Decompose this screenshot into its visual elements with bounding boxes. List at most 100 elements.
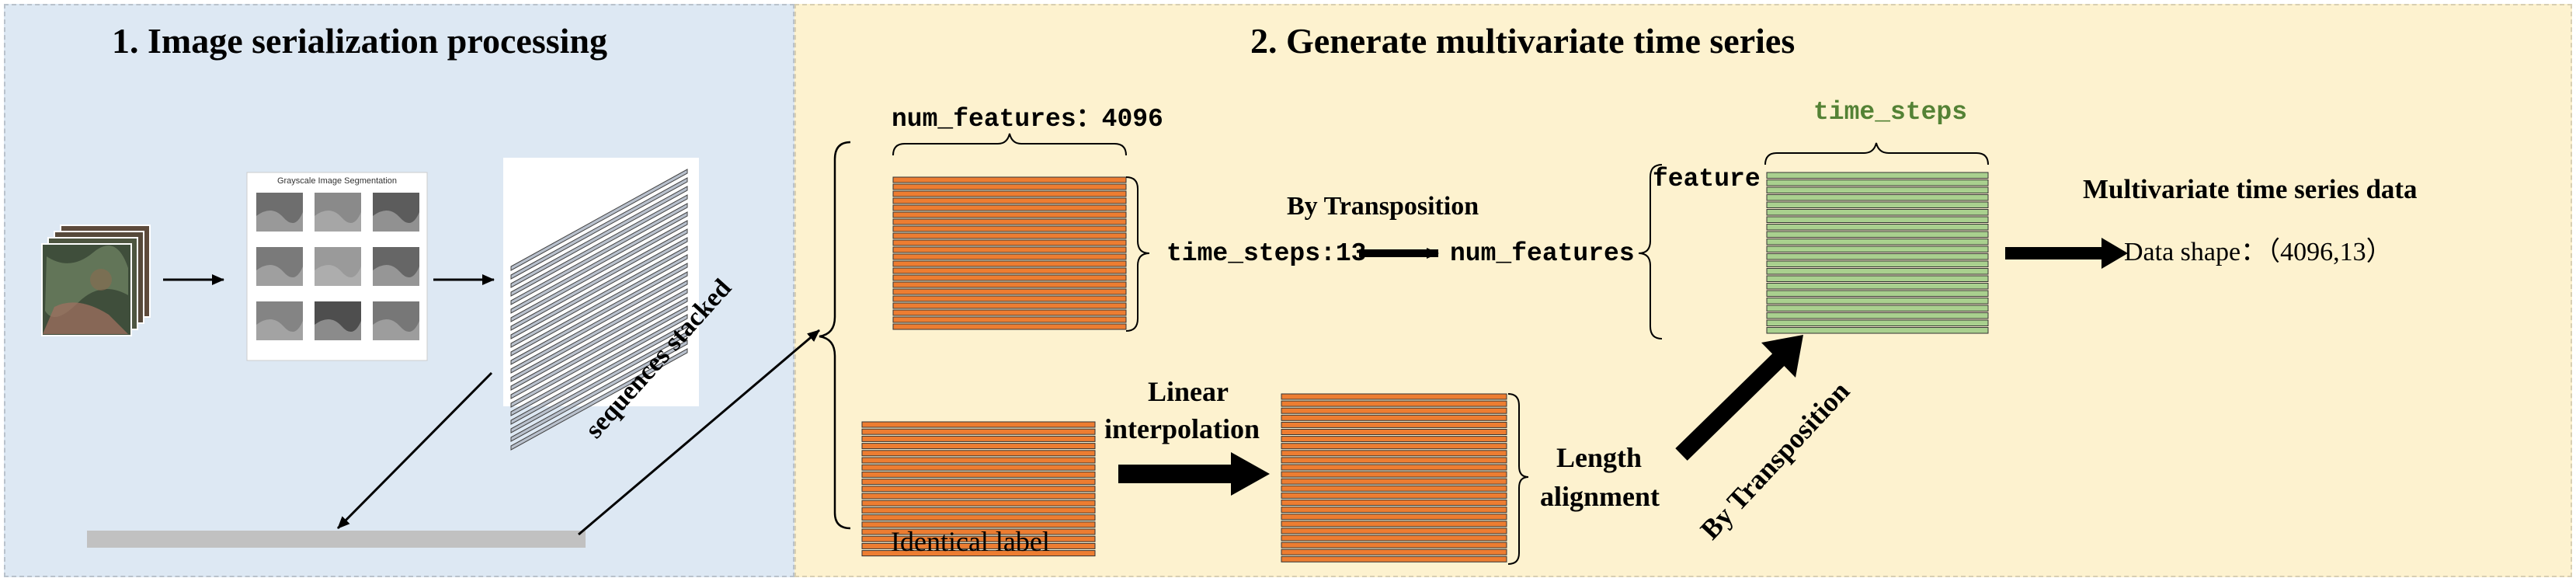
sequence-stack-line [510, 245, 688, 348]
time-steps-top-brace [1764, 142, 1989, 165]
feature-label: feature [1653, 165, 1761, 193]
by-transposition-top-label: By Transposition [1287, 192, 1479, 221]
thumbnail-title: Grayscale Image Segmentation [277, 176, 397, 186]
matrix-d-row [1281, 407, 1507, 414]
matrix-c-row [861, 471, 1096, 478]
matrix-d-row [1281, 541, 1507, 548]
matrix-c-row [861, 443, 1096, 450]
matrix-c-row [861, 500, 1096, 507]
matrix-c-row [861, 435, 1096, 442]
sequence-stack-line [510, 237, 688, 340]
segmentation-grid-thumbnail: Grayscale Image Segmentation [246, 172, 428, 361]
matrix-a-row [892, 176, 1127, 183]
matrix-b-row [1766, 298, 1989, 305]
matrix-a-row [892, 232, 1127, 239]
matrix-c-row [861, 457, 1096, 464]
matrix-a-row [892, 204, 1127, 211]
transposition-arrow-diag-head [1761, 335, 1803, 378]
matrix-d-row [1281, 514, 1507, 521]
matrix-d-row [1281, 436, 1507, 443]
matrix-a-row [892, 281, 1127, 288]
thumbnail-tile-texture [373, 319, 419, 340]
matrix-b-row [1766, 312, 1989, 319]
length-label: Length [1556, 442, 1643, 473]
identical-label: Identical label [891, 526, 1050, 557]
matrix-d-row [1281, 457, 1507, 464]
sequence-stack-line [510, 169, 688, 271]
matrix-b-row [1766, 186, 1989, 193]
matrix-d-row [1281, 528, 1507, 535]
thumbnail-tile-texture [256, 319, 303, 340]
matrix-c-row [861, 507, 1096, 514]
matrix-c-row [861, 450, 1096, 457]
matrix-c-row [861, 464, 1096, 471]
matrix-b-row [1766, 327, 1989, 334]
flattened-sequence-bar [87, 531, 586, 548]
matrix-b-row [1766, 275, 1989, 282]
matrix-d-row [1281, 400, 1507, 407]
arrow-to-sequence [336, 371, 493, 530]
sequence-stack-line [510, 297, 688, 399]
num-features-top-label: num_features：4096 [892, 105, 1163, 134]
transposition-arrow-diag-shaft [1675, 353, 1785, 461]
matrix-c-row [861, 493, 1096, 500]
sequence-stack-line [510, 254, 688, 357]
result-arrow-head [2101, 238, 2128, 269]
group-brace [819, 141, 851, 530]
matrix-a-row [892, 183, 1127, 190]
interpolation-arrow-head [1231, 452, 1270, 496]
matrix-a-row [892, 295, 1127, 302]
sequence-stack-line [510, 314, 688, 416]
matrix-b-row [1766, 283, 1989, 290]
matrix-c-row [861, 542, 1096, 549]
matrix-a-row [892, 274, 1127, 281]
sequence-stack-line [510, 348, 688, 451]
matrix-c-row [861, 514, 1096, 521]
thumbnail-tile-texture [256, 264, 303, 286]
matrix-a-row [892, 197, 1127, 204]
matrix-d-row [1281, 421, 1507, 428]
time-steps-brace [1125, 176, 1150, 332]
length-alignment-brace [1507, 393, 1529, 565]
matrix-a-row [892, 211, 1127, 218]
matrix-d-row [1281, 500, 1507, 506]
matrix-d-row [1281, 485, 1507, 492]
sequence-stack-line [510, 211, 688, 314]
thumbnail-tile-texture [373, 210, 419, 232]
sequence-stack-line [510, 203, 688, 305]
matrix-b-row [1766, 216, 1989, 223]
matrix-c-row [861, 428, 1096, 435]
matrix-c-row [861, 521, 1096, 528]
matrix-d-row [1281, 414, 1507, 421]
matrix-b-row [1766, 305, 1989, 312]
sequence-stack-line [510, 186, 688, 288]
thumbnail-tile-texture [315, 210, 361, 232]
matrix-a-row [892, 260, 1127, 267]
matrix-a-row [892, 267, 1127, 274]
matrix-a-row [892, 218, 1127, 225]
sequence-stack-line [510, 331, 688, 434]
matrix-d-row [1281, 464, 1507, 471]
sequence-stack-line [510, 177, 688, 280]
matrix-d-row [1281, 450, 1507, 457]
matrix-b-row [1766, 260, 1989, 267]
matrix-c-row [861, 486, 1096, 493]
data-shape-label: Data shape：（4096,13） [2124, 238, 2393, 266]
sequence-stack-line [510, 322, 688, 425]
matrix-b-row [1766, 231, 1989, 238]
thumbnail-tile-texture [315, 319, 361, 340]
sequence-stack-line [510, 263, 688, 365]
matrix-b-row [1766, 245, 1989, 252]
sequence-stack-line [510, 288, 688, 391]
matrix-c-row [861, 550, 1096, 557]
interpolation-label: interpolation [1104, 413, 1260, 444]
matrix-d-row [1281, 471, 1507, 478]
sequence-stack-line [510, 305, 688, 408]
sequence-stack-line [510, 194, 688, 297]
matrix-a-row [892, 288, 1127, 295]
sequence-stack-line [510, 340, 688, 442]
matrix-b-row [1766, 239, 1989, 245]
matrix-c-row [861, 479, 1096, 486]
feature-brace [1638, 164, 1663, 340]
matrix-a-row [892, 309, 1127, 316]
